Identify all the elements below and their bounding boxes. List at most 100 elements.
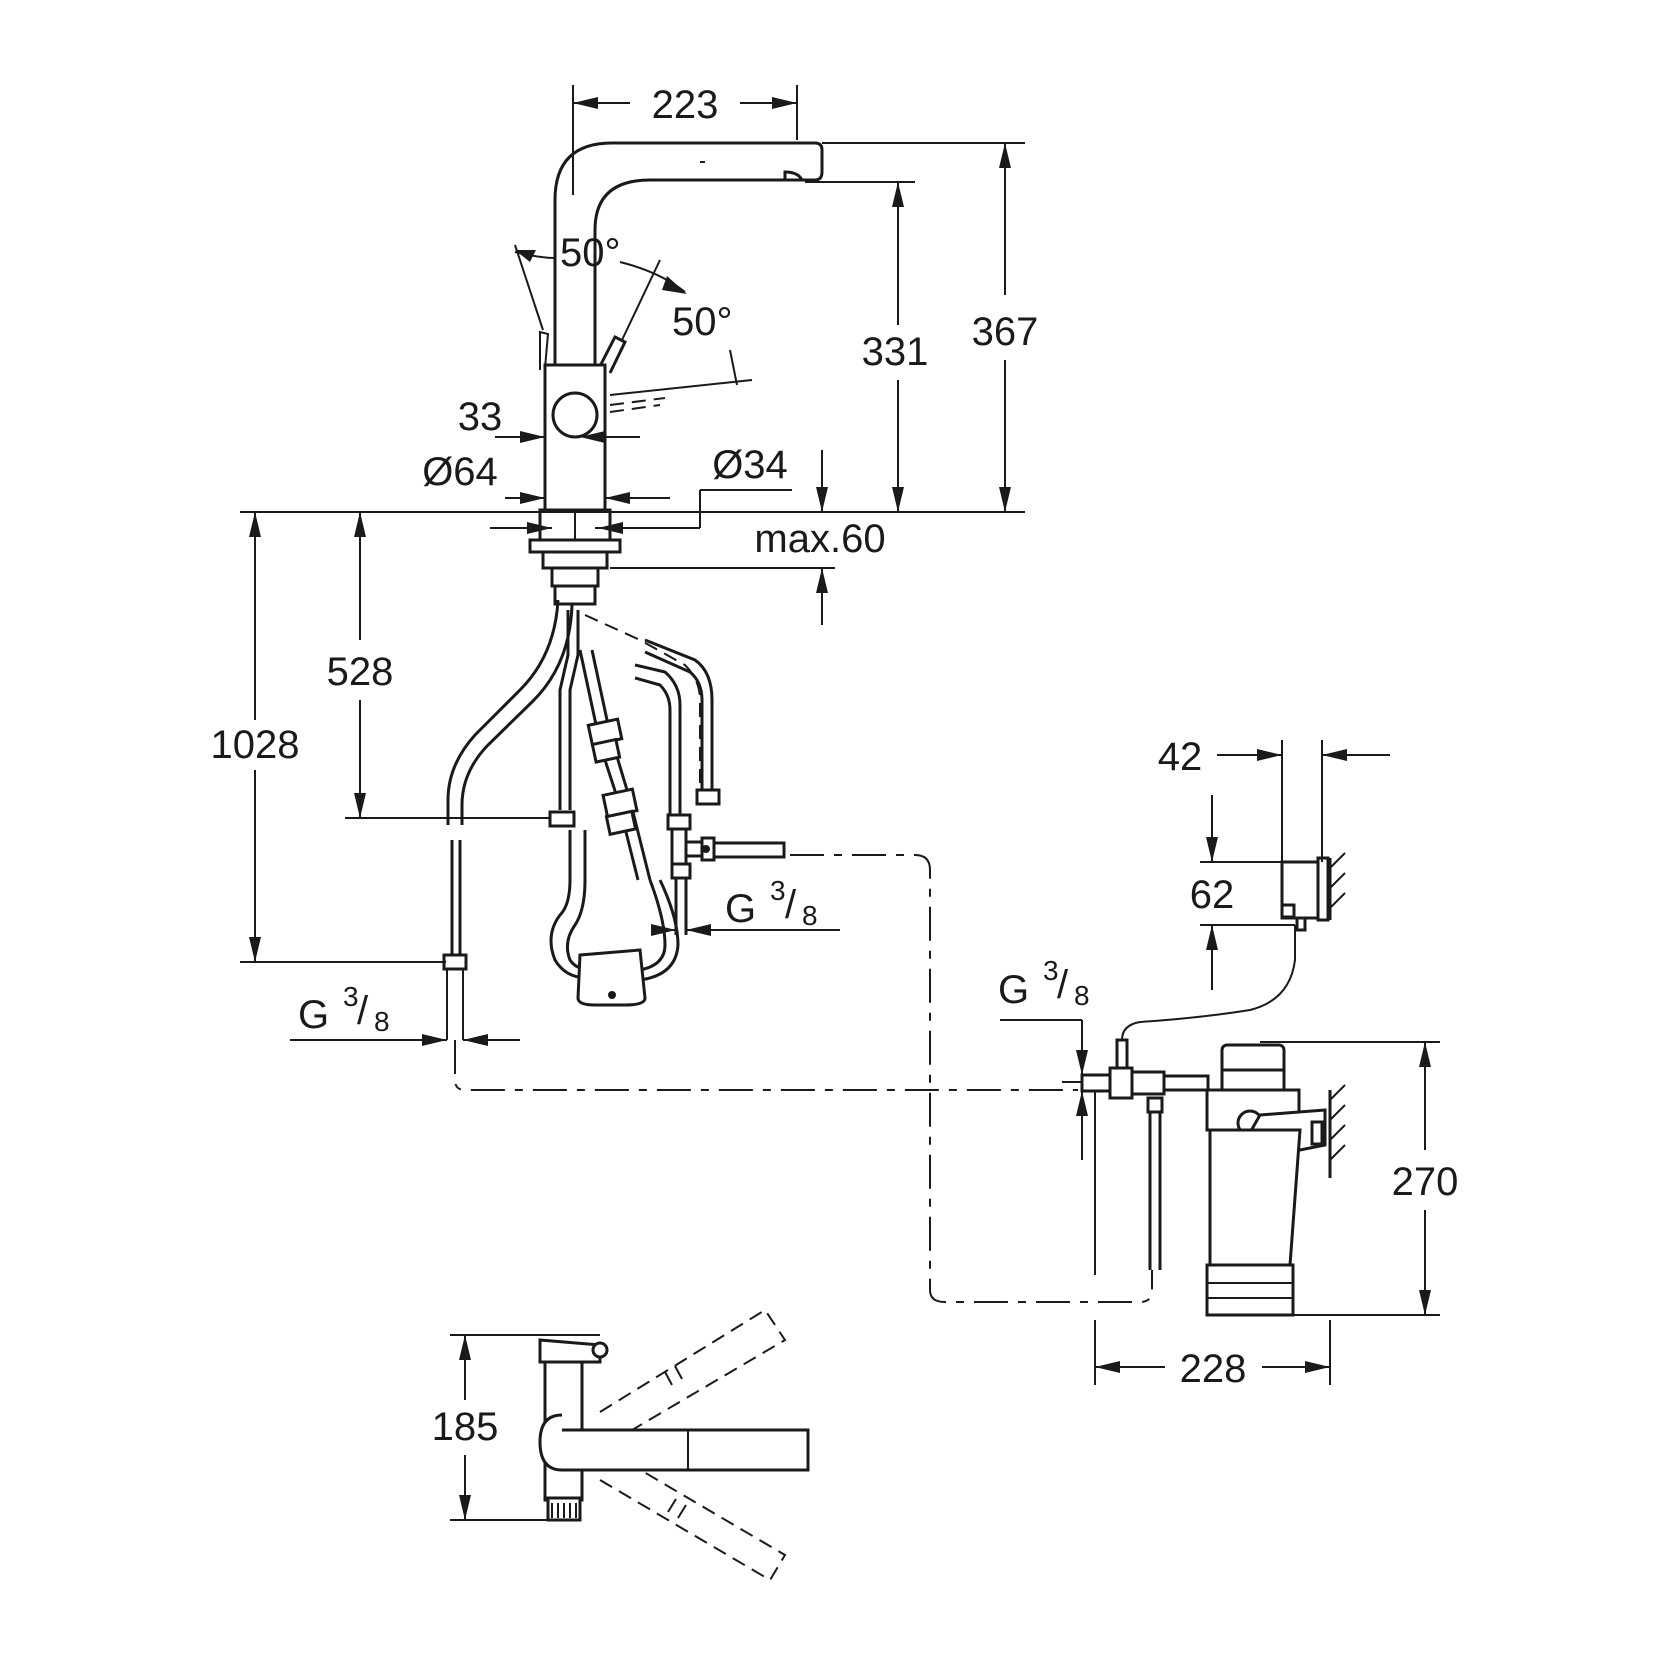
- hose-connector-4: [604, 809, 638, 837]
- mounting-shank: [550, 566, 600, 588]
- filter-head-band: [1220, 1068, 1286, 1092]
- thread-g38-filter-den: 8: [1074, 980, 1090, 1011]
- dim-228-label: 228: [1180, 1347, 1247, 1391]
- loop-hose-a: [549, 830, 606, 980]
- hose-weight: [576, 948, 647, 1007]
- tee-bottom-fitting: [670, 862, 692, 880]
- angle-right-label: 50°: [672, 300, 733, 344]
- sink-washer: [528, 538, 622, 554]
- hose-right-fitting: [695, 788, 721, 806]
- filter-wall-hatch: [1329, 1084, 1346, 1161]
- dim-1028: 1028: [211, 512, 446, 963]
- thread-g38-tee-g: G: [725, 887, 756, 931]
- handle-knob: [551, 391, 599, 439]
- lever-dashed-pos: [609, 397, 666, 406]
- dim-33: 33: [458, 395, 640, 443]
- hose-left-fitting: [442, 953, 468, 971]
- swivel-dashed-upper: [599, 1308, 787, 1441]
- filter-canister: [1208, 1128, 1302, 1267]
- swivel-dashed-lower: [599, 1454, 787, 1582]
- dim-270-label: 270: [1392, 1160, 1459, 1204]
- dim-270: 270: [1260, 1041, 1459, 1316]
- tee-top-fitting: [666, 813, 692, 831]
- thread-g38-tee-den: 8: [802, 900, 818, 931]
- lever-dashed-pos2: [609, 404, 661, 413]
- filter-inlet-valve: [1108, 1066, 1134, 1100]
- connection-lines: [454, 854, 1153, 1303]
- dim-33-label: 33: [458, 395, 503, 439]
- filter-bracket-tab: [1310, 1120, 1324, 1146]
- module-connector: [1280, 903, 1296, 919]
- connection-dashed-right: [790, 854, 1153, 1303]
- hose-left-outer: [446, 599, 560, 825]
- filter-inlet-left: [1080, 1073, 1112, 1093]
- supply-hoses: [442, 599, 786, 1040]
- dim-max60-label: max.60: [754, 517, 885, 561]
- thread-g38-filter-slash: /: [1057, 963, 1069, 1007]
- dim-331: 331: [805, 181, 929, 512]
- dim-367: 367: [822, 142, 1039, 512]
- top-view-spout: [538, 1413, 810, 1472]
- thread-g38-left-den: 8: [374, 1006, 390, 1037]
- filter-unit: [1080, 925, 1346, 1317]
- hose-left-inner: [460, 604, 574, 825]
- module-plate: [1316, 856, 1330, 922]
- thread-g38-left: G 3 / 8: [290, 981, 520, 1046]
- dim-223-label: 223: [652, 83, 719, 127]
- dim-367-label: 367: [972, 310, 1039, 354]
- hose-mid-fitting: [548, 810, 576, 828]
- dim-528: 528: [327, 512, 550, 819]
- thread-g38-tee: G 3 / 8: [651, 875, 840, 936]
- spray-hose-b: [590, 649, 652, 881]
- filter-inlet-top: [1115, 1038, 1129, 1070]
- top-view-lever-tip: [591, 1341, 609, 1359]
- dim-185-label: 185: [432, 1405, 499, 1449]
- module-plug: [1295, 916, 1307, 932]
- top-view-lever: [538, 1338, 602, 1364]
- hose-tee-a: [634, 663, 682, 815]
- dim-528-label: 528: [327, 650, 394, 694]
- dim-1028-label: 1028: [211, 723, 300, 767]
- dim-max60: max.60: [610, 450, 886, 625]
- angle-left-label: 50°: [560, 231, 621, 275]
- spout: [553, 141, 824, 365]
- hose-right-b: [644, 650, 704, 790]
- angle-dim-left: 50°: [514, 231, 621, 331]
- dim-62: 62: [1190, 795, 1295, 990]
- hose-mid-a: [558, 610, 570, 810]
- tee-valve-dot: [702, 845, 710, 853]
- loop-hose-b: [565, 830, 606, 971]
- dim-62-label: 62: [1190, 873, 1235, 917]
- spray-head-outlet: [783, 170, 805, 182]
- filter-cable: [1121, 925, 1296, 1041]
- thread-g38-filter: G 3 / 8: [998, 955, 1096, 1275]
- thread-g38-tee-num: 3: [770, 875, 786, 906]
- loop-hose-d: [639, 879, 680, 982]
- thread-g38-left-num: 3: [343, 981, 359, 1012]
- dim-223: 223: [572, 83, 798, 195]
- loop-hose-c: [639, 879, 667, 972]
- hose-mid-b: [568, 610, 580, 810]
- lever-handle: [596, 334, 627, 374]
- spray-hose-a: [578, 649, 640, 881]
- hose-right-a: [644, 638, 714, 790]
- battery-module: [1280, 852, 1346, 932]
- faucet-top-view: [538, 1308, 810, 1582]
- dim-34: Ø34: [490, 443, 792, 534]
- angle-dim-right: 50°: [609, 261, 753, 396]
- hose-connector-2: [590, 737, 622, 764]
- dim-228: 228: [1094, 1320, 1331, 1391]
- filter-canister-base: [1205, 1263, 1295, 1317]
- filter-inlet-pipe: [1162, 1074, 1210, 1092]
- filter-inlet-nut: [1130, 1070, 1166, 1096]
- thread-g38-left-g: G: [298, 993, 329, 1037]
- tee-outlet-pipe: [712, 841, 786, 859]
- hose-tee-b: [634, 676, 672, 815]
- lever-left-pos: [539, 330, 550, 370]
- tee-valve-body: [670, 827, 688, 866]
- connection-dashed-bottom: [454, 1040, 1078, 1091]
- hose-weight-dot: [608, 991, 616, 999]
- thread-g38-filter-num: 3: [1043, 955, 1059, 986]
- hose-right-dashed: [584, 614, 701, 790]
- dim-331-label: 331: [862, 330, 929, 374]
